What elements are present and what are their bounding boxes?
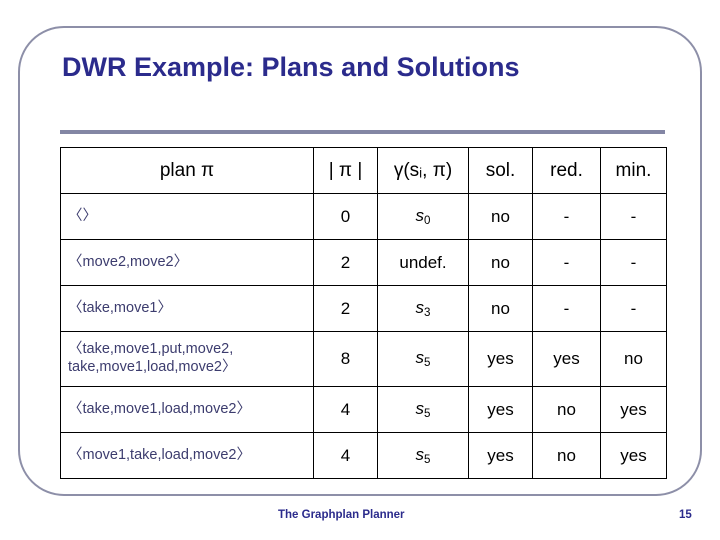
cell-red: - — [532, 239, 601, 286]
cell-min: - — [600, 285, 667, 332]
cell-gamma: s5 — [377, 386, 469, 433]
gamma-state-symbol: s — [415, 398, 425, 418]
gamma-state-subscript: 5 — [424, 454, 431, 467]
cell-plan: 〈take,move1,put,move2,take,move1,load,mo… — [60, 331, 314, 387]
table-row: 〈take,move1,put,move2,take,move1,load,mo… — [60, 331, 667, 387]
cell-length: 4 — [313, 432, 378, 479]
plan-line: 〈take,move1,put,move2, — [68, 341, 234, 358]
column-header-length: | π | — [313, 147, 378, 194]
cell-red: - — [532, 193, 601, 240]
table-header: plan π | π | γ(sᵢ, π) sol. red. min. — [60, 147, 667, 194]
cell-red: no — [532, 432, 601, 479]
cell-min: - — [600, 239, 667, 286]
page-title: DWR Example: Plans and Solutions — [62, 52, 520, 82]
cell-red: - — [532, 285, 601, 332]
cell-length: 2 — [313, 285, 378, 332]
plan-line: take,move1,load,move2〉 — [68, 359, 237, 375]
plan-line: 〈take,move1〉 — [68, 299, 172, 316]
gamma-state-symbol: s — [415, 297, 425, 317]
gamma-state-symbol: s — [415, 348, 425, 368]
cell-sol: no — [468, 239, 533, 286]
cell-red: yes — [532, 331, 601, 387]
cell-min: yes — [600, 432, 667, 479]
decorative-rounded-frame — [18, 26, 702, 496]
cell-min: - — [600, 193, 667, 240]
cell-gamma: s3 — [377, 285, 469, 332]
plan-line: 〈〉 — [68, 207, 97, 224]
gamma-state-symbol: s — [415, 444, 425, 464]
cell-sol: no — [468, 285, 533, 332]
column-header-gamma: γ(sᵢ, π) — [377, 147, 469, 194]
cell-gamma: undef. — [377, 239, 469, 286]
column-header-red: red. — [532, 147, 601, 194]
cell-min: no — [600, 331, 667, 387]
cell-plan: 〈take,move1〉 — [60, 285, 314, 332]
cell-plan: 〈move1,take,load,move2〉 — [60, 432, 314, 479]
column-header-plan: plan π — [60, 147, 314, 194]
cell-gamma: s0 — [377, 193, 469, 240]
cell-gamma: s5 — [377, 331, 469, 387]
cell-sol: yes — [468, 386, 533, 433]
page-number: 15 — [679, 509, 692, 521]
gamma-state-subscript: 3 — [424, 307, 431, 320]
column-header-min: min. — [600, 147, 667, 194]
gamma-state-subscript: 0 — [424, 215, 431, 228]
title-divider-rule — [60, 130, 665, 134]
cell-plan: 〈take,move1,load,move2〉 — [60, 386, 314, 433]
plan-line: 〈take,move1,load,move2〉 — [68, 400, 251, 417]
table-header-row: plan π | π | γ(sᵢ, π) sol. red. min. — [60, 147, 667, 194]
gamma-state-subscript: 5 — [424, 408, 431, 421]
cell-length: 0 — [313, 193, 378, 240]
cell-sol: yes — [468, 432, 533, 479]
cell-length: 2 — [313, 239, 378, 286]
footer-label: The Graphplan Planner — [278, 509, 405, 521]
cell-gamma: s5 — [377, 432, 469, 479]
cell-plan: 〈move2,move2〉 — [60, 239, 314, 286]
gamma-state-symbol: s — [415, 205, 425, 225]
cell-length: 8 — [313, 331, 378, 387]
plan-line: 〈move2,move2〉 — [68, 253, 189, 270]
cell-length: 4 — [313, 386, 378, 433]
cell-red: no — [532, 386, 601, 433]
cell-sol: no — [468, 193, 533, 240]
cell-sol: yes — [468, 331, 533, 387]
cell-plan: 〈〉 — [60, 193, 314, 240]
column-header-sol: sol. — [468, 147, 533, 194]
plan-line: 〈move1,take,load,move2〉 — [68, 446, 251, 463]
plans-and-solutions-table: plan π | π | γ(sᵢ, π) sol. red. min. 〈〉 0… — [60, 147, 667, 479]
cell-min: yes — [600, 386, 667, 433]
gamma-state-subscript: 5 — [424, 357, 431, 370]
